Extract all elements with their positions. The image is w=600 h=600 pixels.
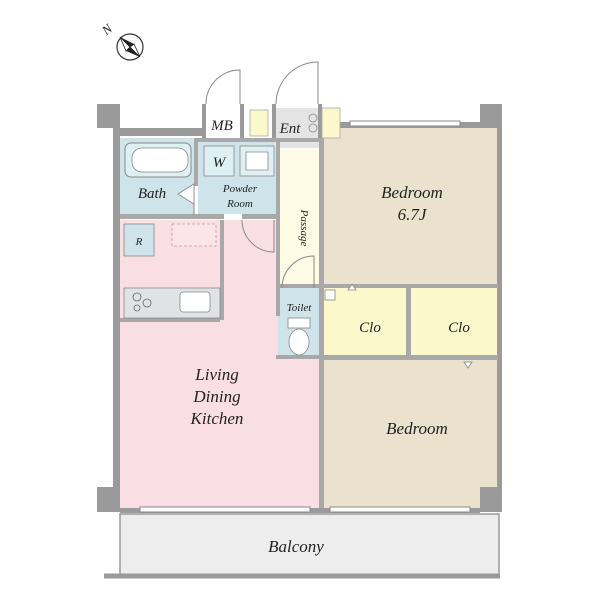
bathtub: [124, 142, 195, 214]
ldk-label-line3: Kitchen: [190, 409, 244, 428]
powder-fixtures: [177, 145, 275, 205]
windows: [139, 120, 471, 513]
closet2-label: Clo: [448, 320, 470, 336]
kitchen-counter: [123, 223, 221, 319]
bedroom2-floor: [323, 360, 498, 510]
washer-label: W: [213, 155, 227, 171]
mb-label: MB: [210, 118, 233, 134]
mb-space: [202, 108, 242, 138]
ldk-label-line2: Dining: [192, 387, 240, 406]
closet1-floor: [323, 288, 407, 356]
balcony-label: Balcony: [268, 537, 324, 556]
bedroom2-label: Bedroom: [386, 419, 448, 438]
ldk-door: [241, 219, 275, 253]
passage-label: Passage: [298, 209, 310, 247]
bedroom1-floor: [323, 127, 498, 285]
north-label: N: [98, 20, 116, 39]
bath-label: Bath: [138, 186, 166, 202]
refrigerator-label: R: [135, 236, 143, 248]
entry-label: Ent: [279, 121, 302, 137]
balcony-area: [119, 513, 500, 577]
bedroom1-label-line2: 6.7J: [398, 205, 428, 224]
closet1-label: Clo: [359, 320, 381, 336]
compass: N: [98, 20, 144, 61]
entry-structure: [202, 61, 341, 139]
bedroom1-label-line1: Bedroom: [381, 183, 443, 202]
toilet-label: Toilet: [287, 302, 313, 314]
ldk-label-line1: Living: [194, 365, 238, 384]
passage-floor: [278, 150, 320, 285]
powder-label-line2: Room: [226, 198, 253, 210]
interior-walls: [120, 138, 498, 508]
powder-label-line1: Powder: [222, 183, 258, 195]
closet2-floor: [411, 288, 498, 356]
toilet-fixture: [281, 255, 315, 356]
